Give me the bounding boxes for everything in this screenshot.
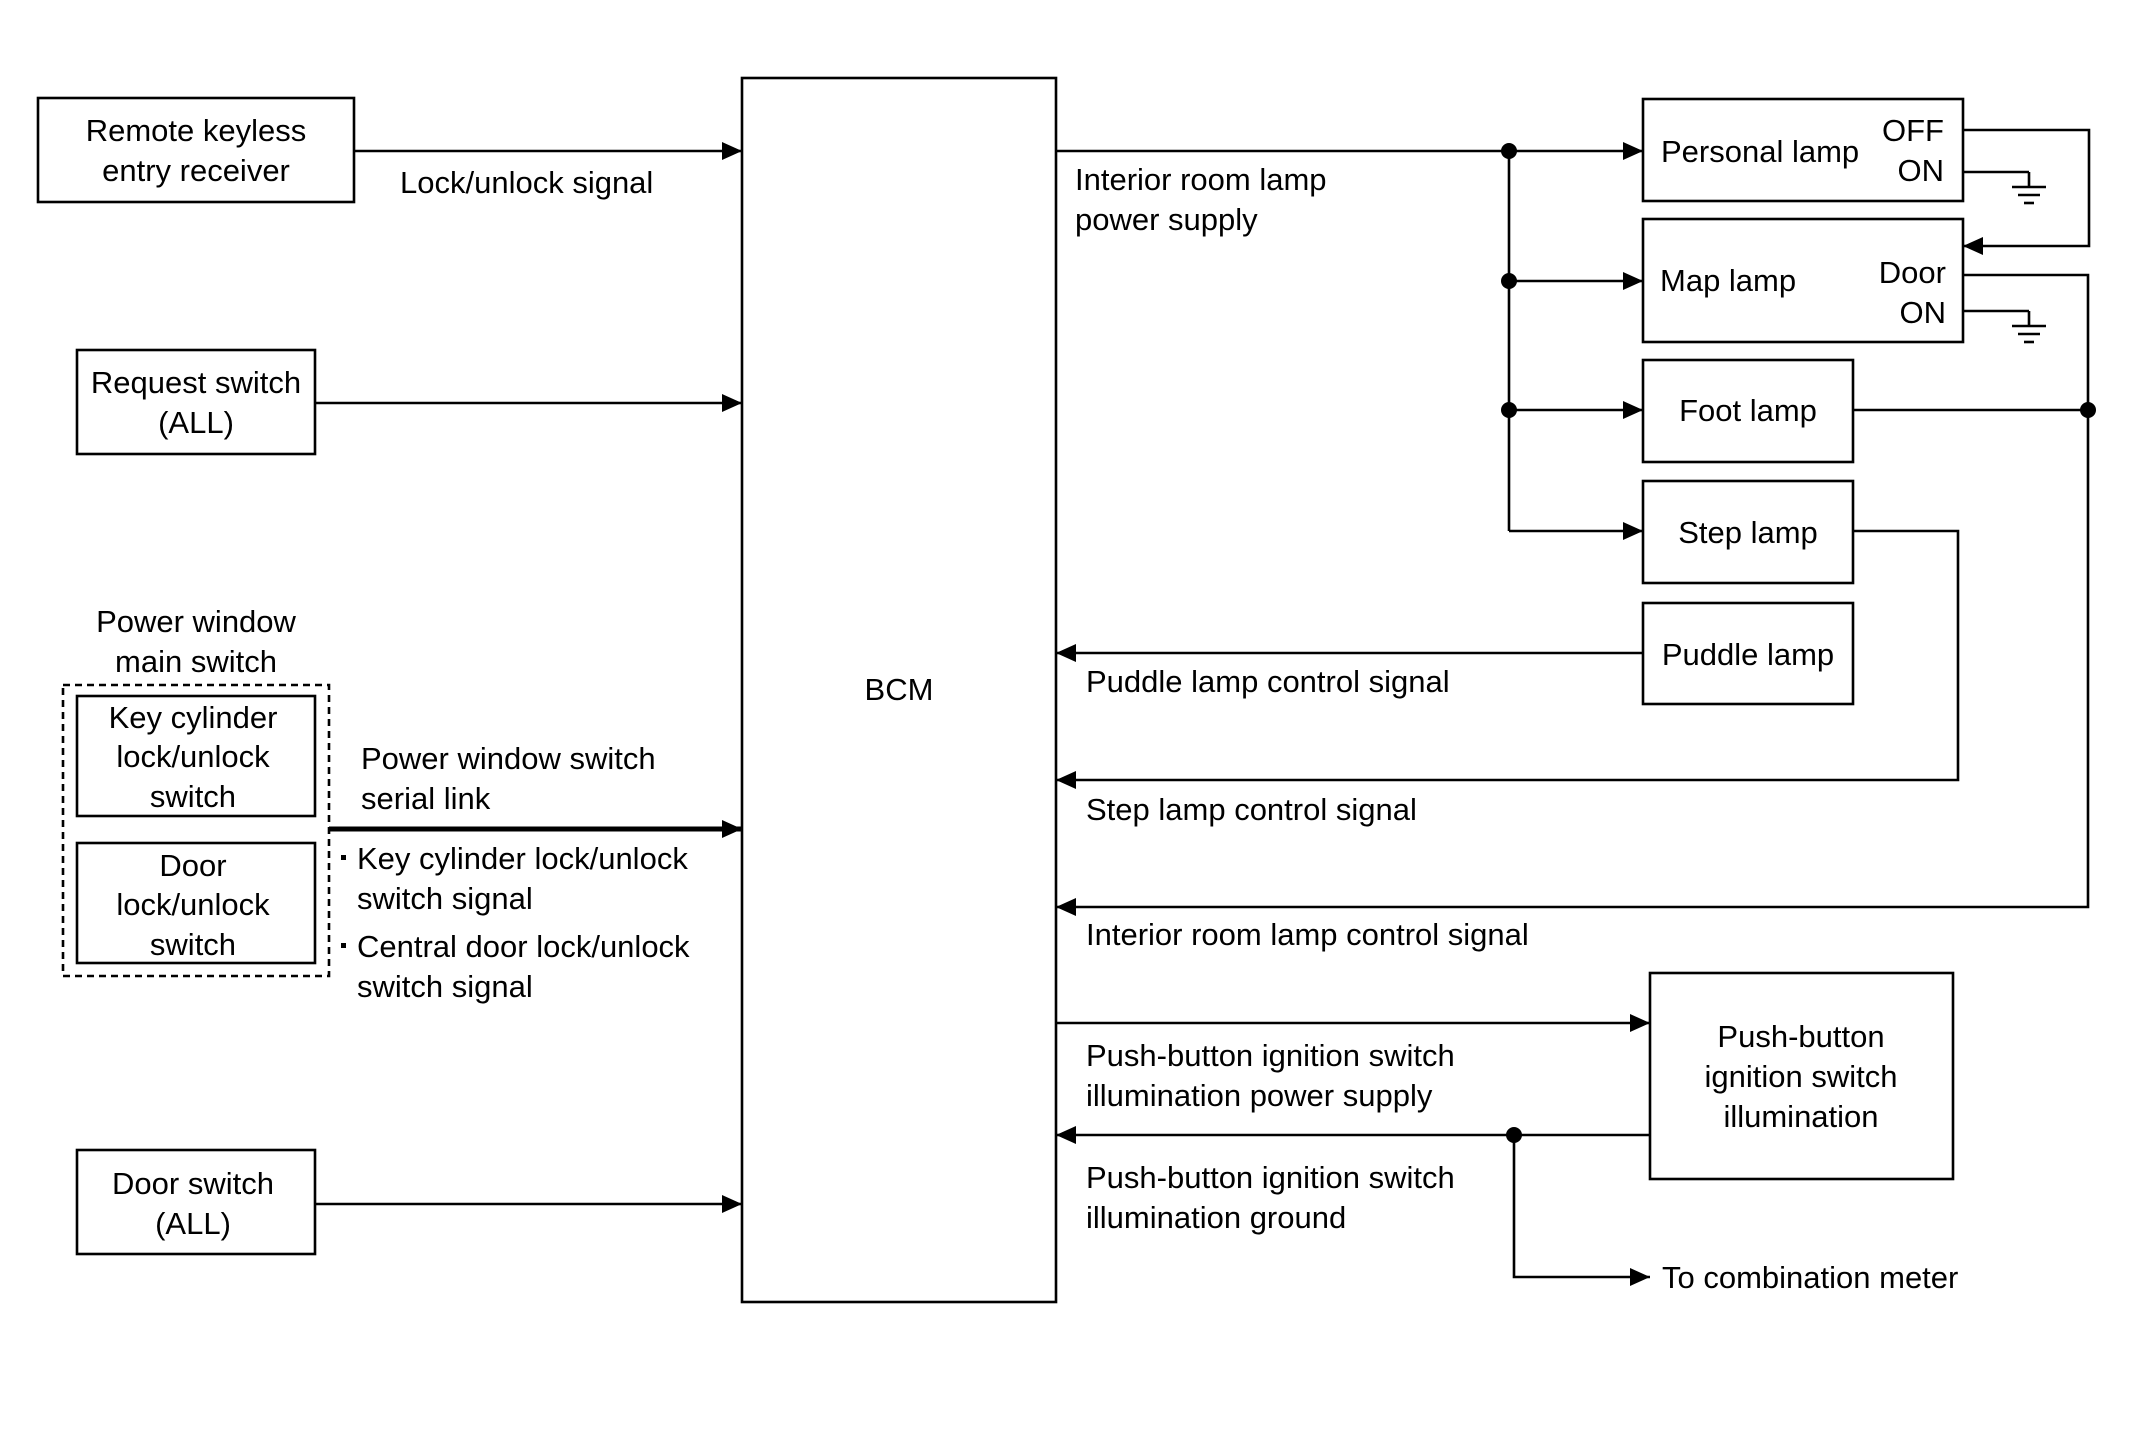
interior-control-wire (1056, 410, 2090, 916)
map-on-label: ON (1900, 295, 1947, 330)
key-cylinder-label-1: Key cylinder (109, 700, 278, 735)
illum-power-label-2: illumination power supply (1086, 1078, 1433, 1113)
serial-link-label-1: Power window switch (361, 741, 656, 776)
door-switch: Door switch (ALL) (75, 1148, 317, 1256)
puddle-signal-label: Puddle lamp control signal (1086, 664, 1450, 699)
remote-keyless-label-1: Remote keyless (86, 113, 307, 148)
power-window-title-1: Power window (96, 604, 296, 639)
door-lock-label-3: switch (150, 927, 236, 962)
junction-foot (1501, 402, 1517, 418)
remote-keyless-entry-receiver: Remote keyless entry receiver (36, 96, 356, 204)
combination-meter-label: To combination meter (1662, 1260, 1958, 1295)
interior-signal-label: Interior room lamp control signal (1086, 917, 1529, 952)
illum-ground-label-1: Push-button ignition switch (1086, 1160, 1455, 1195)
personal-on-label: ON (1898, 153, 1945, 188)
bullet-1 (341, 855, 346, 860)
bcm-label: BCM (865, 672, 934, 707)
remote-keyless-label-2: entry receiver (102, 153, 290, 188)
step-control-wire (1056, 529, 1960, 789)
request-switch-label-2: (ALL) (158, 405, 234, 440)
serial-link-label-2: serial link (361, 781, 491, 816)
illum-power-label-1: Push-button ignition switch (1086, 1038, 1455, 1073)
key-cylinder-label-2: lock/unlock (116, 739, 270, 774)
door-lock-label-2: lock/unlock (116, 887, 270, 922)
door-switch-label-1: Door switch (112, 1166, 274, 1201)
bullet-2-label-2: switch signal (357, 969, 533, 1004)
map-lamp: Map lamp Door ON (1641, 217, 1965, 344)
lock-unlock-signal-label: Lock/unlock signal (400, 165, 653, 200)
request-switch-label-1: Request switch (91, 365, 301, 400)
illum-box-label-1: Push-button (1717, 1019, 1884, 1054)
personal-lamp: Personal lamp OFF ON (1641, 97, 1965, 203)
illum-ground-label-2: illumination ground (1086, 1200, 1346, 1235)
bullet-2 (341, 943, 346, 948)
map-door-label: Door (1879, 255, 1946, 290)
step-lamp-label: Step lamp (1678, 515, 1818, 550)
request-switch: Request switch (ALL) (75, 348, 317, 456)
bullet-1-label-1: Key cylinder lock/unlock (357, 841, 688, 876)
bcm-module: BCM (740, 76, 1058, 1304)
power-window-title-2: main switch (115, 644, 277, 679)
door-lock-switch: Door lock/unlock switch (75, 841, 317, 965)
foot-lamp: Foot lamp (1641, 358, 1855, 464)
door-switch-label-2: (ALL) (155, 1206, 231, 1241)
key-cylinder-label-3: switch (150, 779, 236, 814)
puddle-lamp-label: Puddle lamp (1662, 637, 1834, 672)
ground-icon (2012, 185, 2046, 205)
illum-box-label-2: ignition switch (1705, 1059, 1898, 1094)
map-door-wire (1963, 273, 2090, 410)
interior-power-label-1: Interior room lamp (1075, 162, 1327, 197)
personal-off-label: OFF (1882, 113, 1944, 148)
interior-power-label-2: power supply (1075, 202, 1258, 237)
puddle-lamp: Puddle lamp (1641, 601, 1855, 706)
push-button-ignition-illumination: Push-button ignition switch illumination (1648, 971, 1955, 1181)
map-lamp-label: Map lamp (1660, 263, 1796, 298)
junction-personal (1501, 143, 1517, 159)
foot-lamp-label: Foot lamp (1679, 393, 1817, 428)
door-lock-label-1: Door (159, 848, 226, 883)
ground-icon (2012, 324, 2046, 344)
personal-lamp-label: Personal lamp (1661, 134, 1859, 169)
step-signal-label: Step lamp control signal (1086, 792, 1417, 827)
personal-off-to-map-wire (1963, 128, 2091, 255)
bullet-2-label-1: Central door lock/unlock (357, 929, 690, 964)
to-combination-meter-wire (1512, 1135, 1650, 1286)
junction-map (1501, 273, 1517, 289)
key-cylinder-switch: Key cylinder lock/unlock switch (75, 694, 317, 818)
bullet-1-label-2: switch signal (357, 881, 533, 916)
illum-box-label-3: illumination (1723, 1099, 1878, 1134)
step-lamp: Step lamp (1641, 479, 1855, 585)
